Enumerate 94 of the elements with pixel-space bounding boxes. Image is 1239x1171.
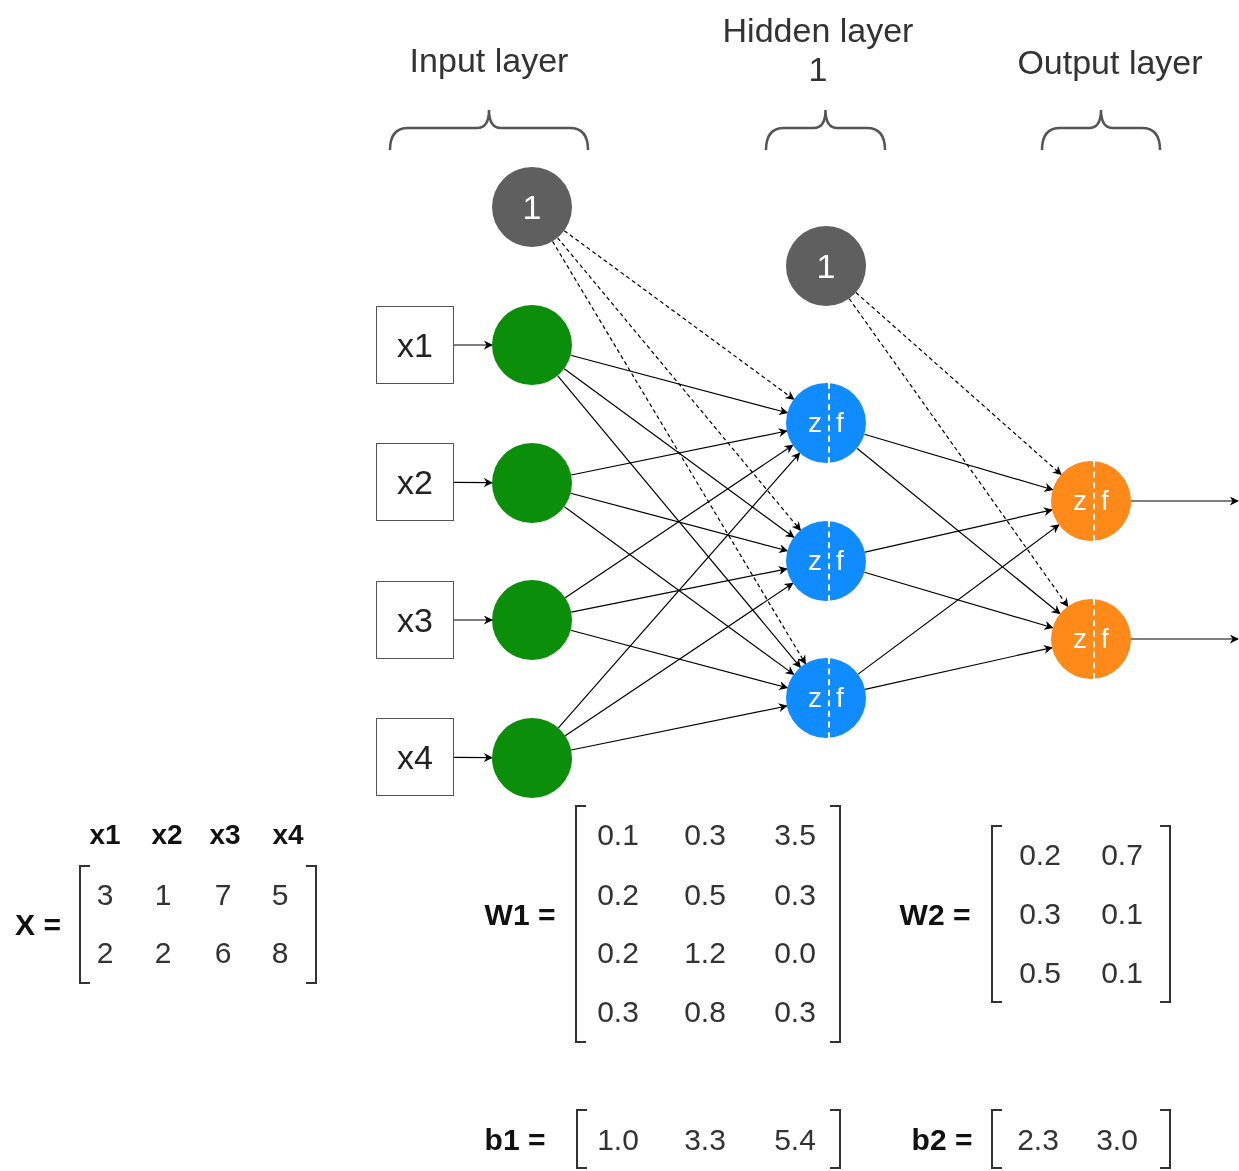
node-label: x1: [397, 328, 433, 362]
matrix-value: 3.5: [774, 818, 816, 852]
matrix-name: b2 =: [911, 1123, 973, 1157]
matrix-value: 1.2: [684, 936, 726, 970]
layer-heading: Hidden layer 1: [721, 10, 915, 90]
arrow: [848, 298, 1069, 608]
arrow: [863, 433, 1054, 492]
matrix-value: 2: [154, 936, 172, 970]
arrow: [570, 354, 789, 415]
matrix-value: 0.1: [1101, 956, 1143, 990]
node-label: f: [836, 409, 844, 437]
matrix-value: 3.0: [1096, 1123, 1138, 1157]
node-label: x3: [397, 603, 433, 637]
arrow: [563, 506, 795, 675]
input-box: [376, 443, 454, 521]
column-header: x2: [151, 819, 183, 851]
node-label: f: [1101, 487, 1109, 515]
hidden-neuron: [786, 658, 866, 738]
matrix-value: 0.7: [1101, 838, 1143, 872]
matrix-name: W2 =: [899, 898, 971, 932]
arrow: [856, 447, 1061, 615]
node-label: z: [1073, 625, 1088, 653]
node-label: x2: [397, 465, 433, 499]
matrix-value: 0.2: [1019, 838, 1061, 872]
arrow: [857, 524, 1060, 675]
matrix-value: 0.5: [684, 878, 726, 912]
node-label: z: [808, 684, 823, 712]
matrix-value: 2: [96, 936, 114, 970]
node-label: z: [1073, 487, 1088, 515]
matrix-value: 2.3: [1017, 1123, 1059, 1157]
layer-heading: Output layer: [1017, 42, 1203, 82]
arrow: [557, 452, 801, 729]
matrix-value: 5.4: [774, 1123, 816, 1157]
matrix-value: 5: [271, 878, 289, 912]
arrow: [1130, 634, 1239, 644]
column-header: x1: [89, 819, 121, 851]
column-header: x4: [272, 819, 304, 851]
arrow: [453, 340, 493, 350]
matrix-value: 3.3: [684, 1123, 726, 1157]
matrix-value: 3: [96, 878, 114, 912]
node-label: 1: [816, 249, 836, 283]
matrix-value: 0.2: [597, 936, 639, 970]
arrow: [564, 444, 794, 599]
matrix-value: 0.3: [774, 878, 816, 912]
input-box: [376, 718, 454, 796]
arrow: [570, 492, 789, 553]
matrix-value: 0.1: [1101, 897, 1143, 931]
node-label: f: [836, 547, 844, 575]
column-header: x3: [209, 819, 241, 851]
node-label: 1: [522, 190, 542, 224]
matrix-value: 1: [154, 878, 172, 912]
arrow: [563, 368, 795, 538]
arrow: [863, 571, 1054, 630]
matrix-name: X =: [15, 908, 61, 942]
node-label: z: [808, 547, 823, 575]
matrix-name: b1 =: [484, 1123, 546, 1157]
matrix-value: 0.2: [597, 878, 639, 912]
arrow: [570, 428, 788, 476]
arrow: [453, 753, 493, 763]
layer-heading: Input layer: [409, 40, 569, 80]
arrow: [557, 375, 801, 668]
node-label: x4: [397, 740, 433, 774]
matrix-value: 0.3: [774, 995, 816, 1029]
matrix-value: 0.0: [774, 936, 816, 970]
matrix-value: 0.1: [597, 818, 639, 852]
matrix-value: 6: [214, 936, 232, 970]
matrix-value: 0.3: [684, 818, 726, 852]
arrow: [551, 240, 807, 665]
input-box: [376, 581, 454, 659]
matrix-value: 0.8: [684, 995, 726, 1029]
arrow: [1130, 496, 1239, 506]
hidden-neuron: [786, 383, 866, 463]
node-label: z: [808, 409, 823, 437]
arrow: [564, 582, 794, 737]
arrow: [570, 566, 788, 613]
arrow: [855, 291, 1062, 476]
arrow: [563, 230, 795, 400]
matrix-value: 1.0: [597, 1123, 639, 1157]
matrix-value: 0.3: [597, 995, 639, 1029]
matrix-value: 0.3: [1019, 897, 1061, 931]
arrow: [453, 478, 493, 488]
arrow: [453, 615, 493, 625]
node-label: f: [836, 684, 844, 712]
matrix-value: 7: [214, 878, 232, 912]
matrix-value: 8: [271, 936, 289, 970]
matrix-value: 0.5: [1019, 956, 1061, 990]
node-label: f: [1101, 625, 1109, 653]
arrow: [570, 629, 789, 690]
arrow: [556, 237, 802, 531]
arrow: [570, 703, 788, 751]
matrix-name: W1 =: [484, 898, 556, 932]
arrow: [864, 507, 1053, 553]
input-box: [376, 306, 454, 384]
arrow: [864, 645, 1053, 690]
